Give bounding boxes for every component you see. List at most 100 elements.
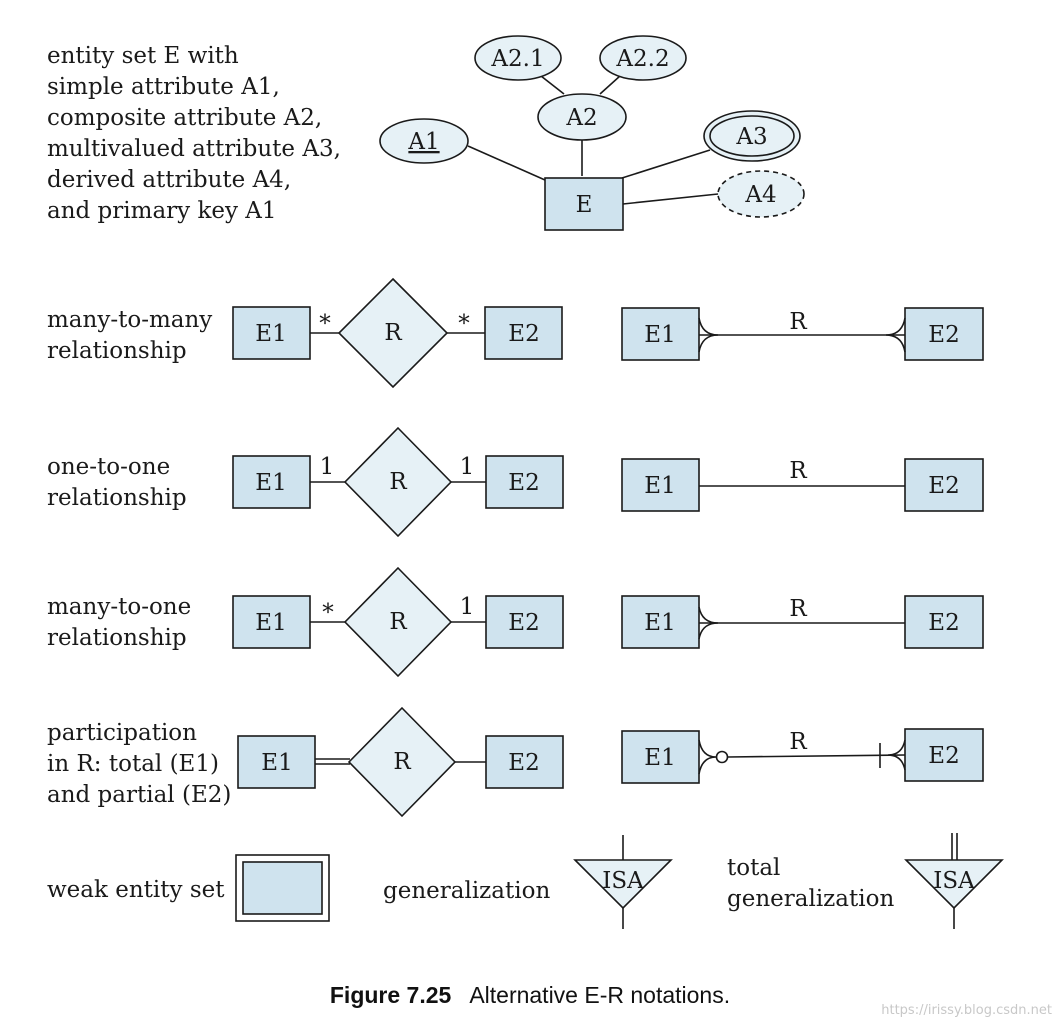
m2m-relationship-r [337, 277, 449, 389]
m2m-card-left: * [319, 311, 331, 337]
attribute-a3-outer [703, 110, 801, 162]
m2m-crow-entity-e2 [904, 307, 984, 361]
attribute-a2-label: A2 [565, 105, 597, 131]
attribute-a2-2 [599, 35, 687, 81]
entity-desc-line-6: and primary key A1 [47, 198, 277, 224]
figure-title: Alternative E-R notations. [469, 982, 731, 1008]
o2o-crow-r-label: R [789, 458, 807, 484]
participation-entity-e1 [237, 735, 316, 789]
o2o-card-left: 1 [320, 454, 335, 480]
total-generalization-isa [904, 859, 1004, 910]
o2o-entity-e1 [232, 455, 311, 509]
figure-caption: Figure 7.25 Alternative E-R notations. [0, 982, 1060, 1009]
m2o-relationship-r [343, 566, 453, 678]
entity-desc-line-3: composite attribute A2, [47, 105, 322, 131]
m2m-crow-entity-e1 [621, 307, 700, 361]
attribute-a2-2-label: A2.2 [615, 46, 669, 72]
generalization-label: generalization [383, 878, 550, 904]
participation-relationship-r-label: R [393, 749, 411, 775]
entity-desc-line-1: entity set E with [47, 43, 239, 69]
m2m-crow-e2-label: E2 [928, 322, 959, 348]
weak-and-generalization-row: weak entity set generalization ISA total… [47, 833, 1004, 929]
generalization-isa-label: ISA [602, 868, 644, 894]
m2o-entity-e2 [485, 595, 564, 649]
participation-crow-entity-e1 [621, 730, 700, 784]
participation-crow-e1-label: E1 [644, 745, 675, 771]
participation-label-line-1: participation [47, 720, 197, 746]
watermark: https://irissy.blog.csdn.net [881, 1003, 1052, 1018]
m2o-crow-r-label: R [789, 596, 807, 622]
o2o-label-line-1: one-to-one [47, 454, 170, 480]
m2o-crow-entity-e2 [904, 595, 984, 649]
o2o-relationship-r [343, 426, 453, 538]
weak-entity-label: weak entity set [47, 877, 225, 903]
m2o-entity-e2-label: E2 [508, 610, 539, 636]
o2o-crow-entity-e1 [621, 458, 700, 512]
m2m-entity-e1 [232, 306, 311, 360]
m2m-crow-e1-label: E1 [644, 322, 675, 348]
m2m-crow-r-label: R [789, 309, 807, 335]
o2o-crow-e2-label: E2 [928, 473, 959, 499]
attribute-a4-label: A4 [744, 182, 776, 208]
m2m-card-right: * [458, 311, 470, 337]
generalization-isa [573, 859, 673, 910]
participation-label-line-2: in R: total (E1) [47, 751, 219, 777]
m2m-crow-foot-left [698, 317, 719, 353]
entity-e [544, 177, 624, 231]
figure-number: Figure 7.25 [329, 982, 452, 1008]
m2m-label-line-2: relationship [47, 338, 187, 364]
attribute-a2 [537, 93, 627, 141]
many-to-many-row: many-to-many relationship E1 R E2 * * E1… [47, 277, 984, 389]
m2m-entity-e1-label: E1 [255, 321, 286, 347]
er-notation-diagram: entity set E with simple attribute A1, c… [47, 35, 1004, 929]
entity-e-label: E [576, 192, 593, 218]
m2o-entity-e1-label: E1 [255, 610, 286, 636]
entity-desc-line-5: derived attribute A4, [47, 167, 291, 193]
m2o-crow-e1-label: E1 [644, 610, 675, 636]
participation-label-line-3: and partial (E2) [47, 782, 231, 808]
m2o-card-right: 1 [460, 594, 475, 620]
participation-entity-e1-label: E1 [261, 750, 292, 776]
m2m-relationship-r-label: R [384, 320, 402, 346]
edge-a4-e [622, 193, 719, 205]
entity-desc-line-2: simple attribute A1, [47, 74, 280, 100]
participation-row: participation in R: total (E1) and parti… [47, 706, 984, 818]
participation-entity-e2 [485, 735, 564, 789]
m2o-card-left: * [322, 600, 334, 626]
total-generalization-label-2: generalization [727, 886, 894, 912]
m2o-label-line-1: many-to-one [47, 594, 191, 620]
weak-entity-inner [242, 861, 323, 915]
m2o-label-line-2: relationship [47, 625, 187, 651]
attribute-a1-label: A1 [407, 129, 439, 155]
total-generalization-isa-label: ISA [933, 868, 975, 894]
m2m-crow-foot-right [885, 317, 906, 353]
entity-example: A2.1 A2.2 A2 A1 A3 A4 E [379, 35, 805, 231]
participation-crow-foot-right [887, 739, 906, 771]
edge-a1-e [467, 145, 546, 181]
m2o-crow-entity-e1 [621, 595, 700, 649]
m2m-entity-e2-label: E2 [508, 321, 539, 347]
participation-crow-e2-label: E2 [928, 743, 959, 769]
attribute-a3-inner [709, 115, 795, 157]
edge-a3-e [621, 149, 711, 179]
o2o-relationship-r-label: R [389, 469, 407, 495]
attribute-a4 [717, 170, 805, 218]
entity-desc-line-4: multivalued attribute A3, [47, 136, 341, 162]
entity-description: entity set E with simple attribute A1, c… [47, 43, 341, 224]
attribute-a2-1-label: A2.1 [490, 46, 544, 72]
m2m-entity-e2 [484, 306, 563, 360]
total-generalization-label-1: total [727, 855, 780, 881]
participation-relationship-r [347, 706, 457, 818]
participation-optional-circle [715, 750, 729, 764]
participation-crow-line [727, 754, 906, 758]
o2o-entity-e2-label: E2 [508, 470, 539, 496]
m2o-crow-foot-left [698, 606, 719, 640]
m2o-entity-e1 [232, 595, 311, 649]
o2o-label-line-2: relationship [47, 485, 187, 511]
m2o-crow-e2-label: E2 [928, 610, 959, 636]
participation-entity-e2-label: E2 [508, 750, 539, 776]
m2m-label-line-1: many-to-many [47, 307, 212, 333]
o2o-card-right: 1 [460, 454, 475, 480]
attribute-a1 [379, 118, 469, 164]
many-to-one-row: many-to-one relationship E1 R E2 * 1 E1 … [47, 566, 984, 678]
